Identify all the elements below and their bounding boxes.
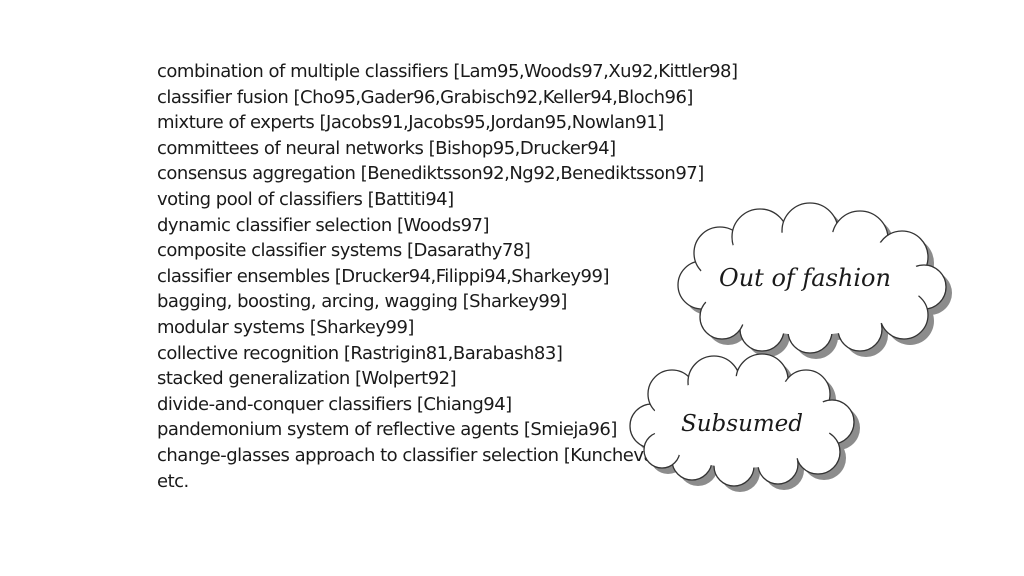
list-item: classifier fusion [Cho95,Gader96,Grabisc…: [157, 86, 693, 108]
list-item: voting pool of classifiers [Battiti94]: [157, 188, 454, 210]
out-of-fashion-cloud: Out of fashion: [650, 202, 960, 359]
list-item: consensus aggregation [Benediktsson92,Ng…: [157, 163, 704, 185]
cloud-shape-icon: [677, 202, 952, 359]
list-item: bagging, boosting, arcing, wagging [Shar…: [157, 291, 567, 313]
list-item: composite classifier systems [Dasarathy7…: [157, 240, 531, 262]
list-item: stacked generalization [Wolpert92]: [157, 368, 457, 390]
list-item: pandemonium system of reflective agents …: [157, 419, 617, 441]
list-item: change-glasses approach to classifier se…: [157, 444, 683, 466]
list-item: collective recognition [Rastrigin81,Bara…: [157, 342, 563, 364]
list-item: modular systems [Sharkey99]: [157, 316, 414, 338]
out-of-fashion-label: Out of fashion: [719, 264, 891, 292]
list-item: classifier ensembles [Drucker94,Filippi9…: [157, 265, 609, 287]
classifier-terms-list: combination of multiple classifiers [Lam…: [157, 59, 738, 494]
list-item: combination of multiple classifiers [Lam…: [157, 61, 738, 82]
list-item: divide-and-conquer classifiers [Chiang94…: [157, 393, 512, 415]
list-item: etc.: [157, 470, 189, 492]
list-item: mixture of experts [Jacobs91,Jacobs95,Jo…: [157, 112, 664, 134]
subsumed-cloud: Subsumed: [622, 353, 862, 492]
list-item: dynamic classifier selection [Woods97]: [157, 214, 490, 236]
subsumed-label: Subsumed: [680, 411, 804, 437]
list-item: committees of neural networks [Bishop95,…: [157, 137, 616, 159]
cloud-shape-icon: [629, 353, 860, 492]
